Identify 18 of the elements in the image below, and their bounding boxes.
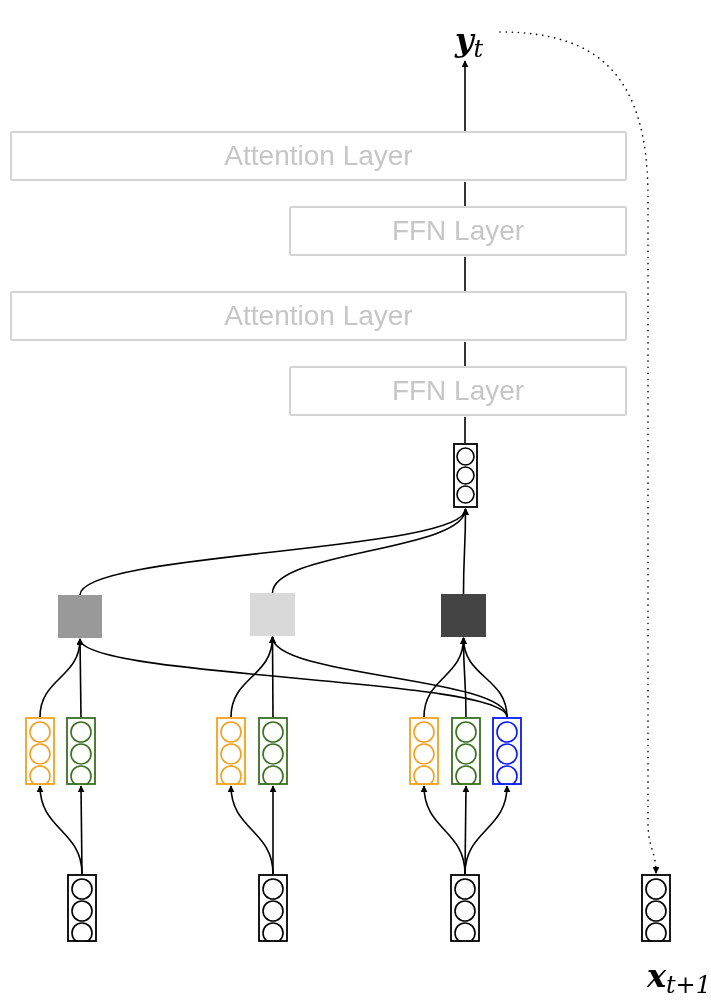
math-label: y$_{t}$ (454, 24, 484, 56)
arrow (79, 638, 508, 718)
math-label: x$_{t+1}$ (646, 960, 711, 992)
layer-label: Attention Layer (224, 139, 413, 173)
layer-box (10, 291, 627, 341)
layer-label: FFN Layer (391, 214, 525, 248)
layer-label: FFN Layer (391, 374, 525, 408)
layer-box (289, 206, 627, 256)
arrow (77, 785, 85, 875)
arrow (461, 508, 469, 595)
arrow (461, 60, 469, 132)
arrow (499, 31, 660, 874)
arrow (269, 785, 277, 875)
arrow (464, 785, 510, 875)
layer-label: Attention Layer (224, 299, 413, 333)
layer-box (10, 131, 627, 181)
arrow (460, 637, 508, 718)
layer-box (289, 366, 627, 416)
